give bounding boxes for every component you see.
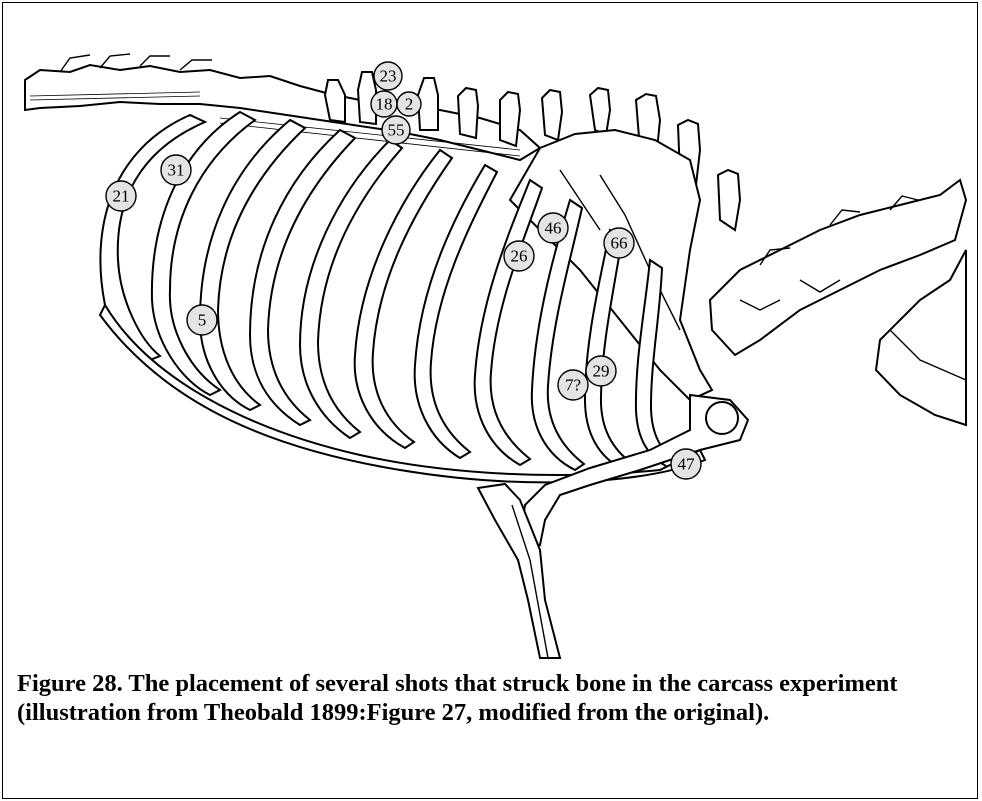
shot-marker-26: 26 bbox=[504, 241, 534, 271]
svg-text:2: 2 bbox=[405, 95, 414, 114]
svg-text:21: 21 bbox=[113, 187, 130, 206]
shot-marker-7q: 7? bbox=[558, 370, 588, 400]
svg-text:29: 29 bbox=[593, 362, 610, 381]
svg-text:47: 47 bbox=[678, 455, 696, 474]
shot-marker-55: 55 bbox=[382, 116, 410, 144]
shot-marker-21: 21 bbox=[106, 181, 136, 211]
svg-text:18: 18 bbox=[376, 95, 393, 114]
svg-text:26: 26 bbox=[511, 247, 528, 266]
shot-marker-46: 46 bbox=[538, 213, 568, 243]
svg-text:23: 23 bbox=[380, 67, 397, 86]
shot-marker-23: 23 bbox=[374, 62, 402, 90]
svg-text:5: 5 bbox=[198, 311, 207, 330]
humerus bbox=[520, 395, 748, 545]
svg-text:31: 31 bbox=[168, 161, 185, 180]
shot-marker-66: 66 bbox=[604, 228, 634, 258]
svg-text:7?: 7? bbox=[565, 376, 581, 395]
shot-marker-29: 29 bbox=[586, 356, 616, 386]
shot-marker-2: 2 bbox=[397, 92, 421, 116]
far-limb-fragment bbox=[876, 250, 966, 425]
shot-marker-5: 5 bbox=[187, 305, 217, 335]
svg-text:46: 46 bbox=[545, 219, 562, 238]
svg-text:55: 55 bbox=[388, 121, 405, 140]
shot-marker-18: 18 bbox=[371, 91, 397, 117]
figure-caption: Figure 28. The placement of several shot… bbox=[17, 669, 967, 727]
svg-text:66: 66 bbox=[611, 234, 628, 253]
shot-marker-31: 31 bbox=[161, 155, 191, 185]
skeleton-illustration: 23 18 2 55 31 21 46 66 bbox=[0, 0, 982, 660]
shot-marker-47: 47 bbox=[671, 449, 701, 479]
